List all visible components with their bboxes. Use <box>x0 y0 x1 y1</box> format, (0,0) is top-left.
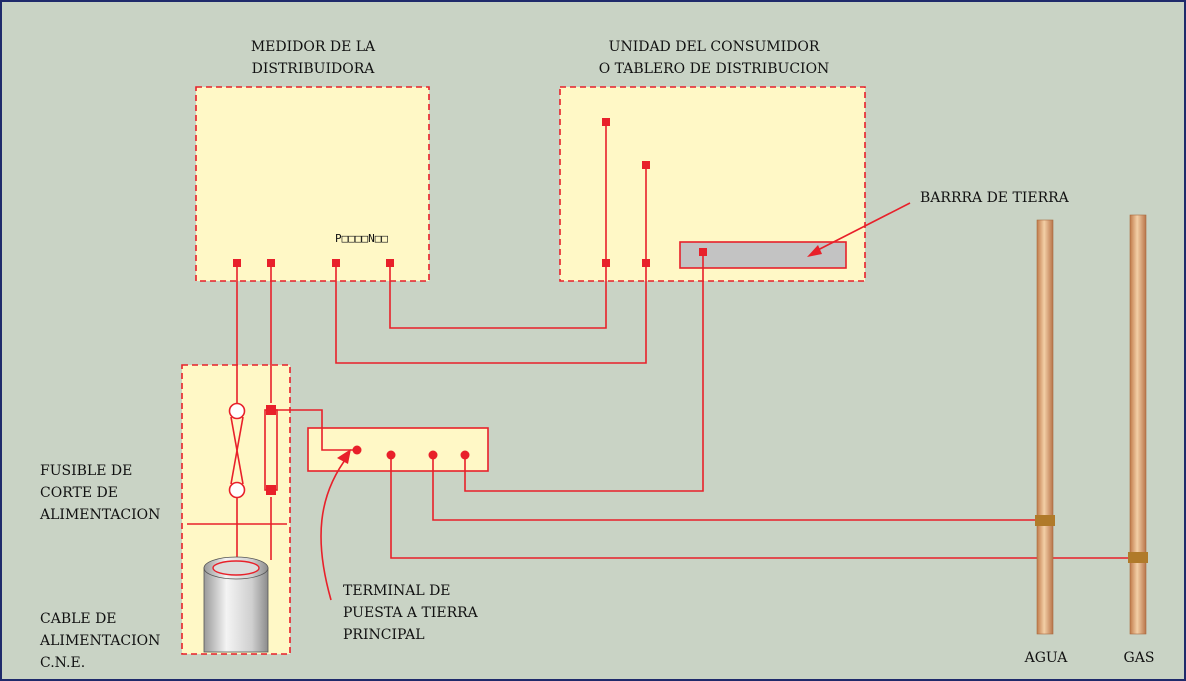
met-terminals <box>352 445 470 460</box>
terminal-markers <box>233 118 707 495</box>
meter-terminal-code: P□□□□N□□ <box>335 232 388 245</box>
supply-cable <box>203 556 269 653</box>
earth-bar-label: BARRRA DE TIERRA <box>920 190 1069 206</box>
meter-title: MEDIDOR DE LA DISTRIBUIDORA <box>250 39 376 77</box>
earth-bar-arrowhead <box>807 245 822 257</box>
consumer-unit-title: UNIDAD DEL CONSUMIDOR O TABLERO DE DISTR… <box>598 39 830 77</box>
gas-label: GAS <box>1123 650 1155 666</box>
meter-box <box>195 86 430 282</box>
water-pipe <box>1035 219 1055 635</box>
gas-pipe <box>1128 214 1148 635</box>
neutral-link <box>264 409 278 491</box>
fuse-symbol <box>228 402 246 499</box>
water-clamp <box>1035 515 1055 526</box>
cable-label: CABLE DE ALIMENTACION C.N.E. <box>40 611 161 671</box>
wires <box>236 122 1138 601</box>
water-label: AGUA <box>1024 650 1068 666</box>
gas-clamp <box>1128 552 1148 563</box>
fuse-label: FUSIBLE DE CORTE DE ALIMENTACION <box>40 463 161 523</box>
met-arrowhead <box>337 449 351 464</box>
main-earth-terminal-label: TERMINAL DE PUESTA A TIERRA PRINCIPAL <box>343 583 478 643</box>
